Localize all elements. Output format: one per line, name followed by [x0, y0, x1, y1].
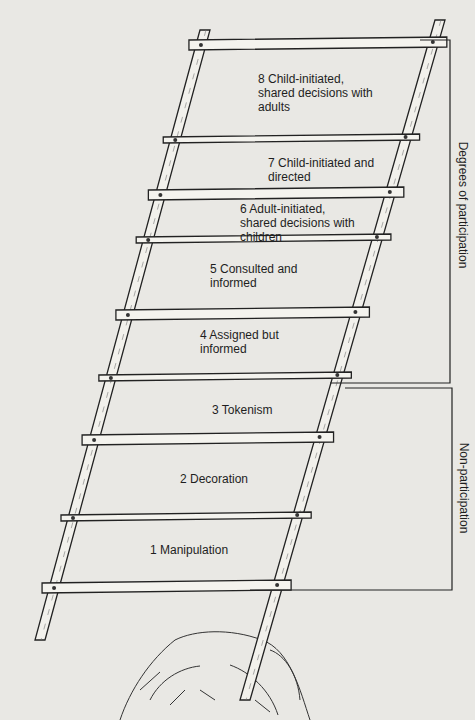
peg: [146, 238, 150, 242]
ladder-rungs: [42, 37, 447, 593]
peg: [388, 190, 392, 194]
bracket-label: Degrees of participation: [456, 142, 470, 269]
peg: [199, 43, 203, 47]
rung-label: 3 Tokenism: [212, 403, 312, 417]
rung-label: 6 Adult-initiated, shared decisions with…: [240, 202, 358, 244]
ground-sketch: [120, 632, 310, 720]
rung-label: 4 Assigned but informed: [200, 328, 292, 356]
rail: [240, 20, 445, 700]
rung: [163, 134, 419, 143]
peg: [92, 438, 96, 442]
peg: [126, 313, 130, 317]
peg: [173, 138, 177, 142]
peg: [109, 376, 113, 380]
rung: [99, 372, 351, 381]
rung: [189, 37, 447, 50]
peg: [318, 435, 322, 439]
peg: [275, 583, 279, 587]
rung-label: 5 Consulted and informed: [210, 262, 310, 290]
peg: [52, 586, 56, 590]
rung: [61, 512, 311, 521]
peg: [404, 135, 408, 139]
rung: [148, 187, 403, 200]
rung-label: 2 Decoration: [180, 472, 290, 486]
peg: [335, 373, 339, 377]
rung: [82, 432, 333, 445]
peg: [295, 513, 299, 517]
bracket-label: Non-participation: [457, 443, 471, 534]
rung: [116, 307, 369, 320]
rung: [42, 580, 291, 593]
rung-label: 1 Manipulation: [150, 543, 260, 557]
ladder-rails: [35, 20, 445, 700]
bracket: [250, 40, 452, 590]
peg: [158, 193, 162, 197]
peg: [353, 310, 357, 314]
wood-grain: [246, 20, 441, 700]
rung-label: 8 Child-initiated, shared decisions with…: [258, 72, 376, 114]
peg: [375, 235, 379, 239]
peg: [71, 516, 75, 520]
rung-label: 7 Child-initiated and directed: [268, 156, 378, 184]
